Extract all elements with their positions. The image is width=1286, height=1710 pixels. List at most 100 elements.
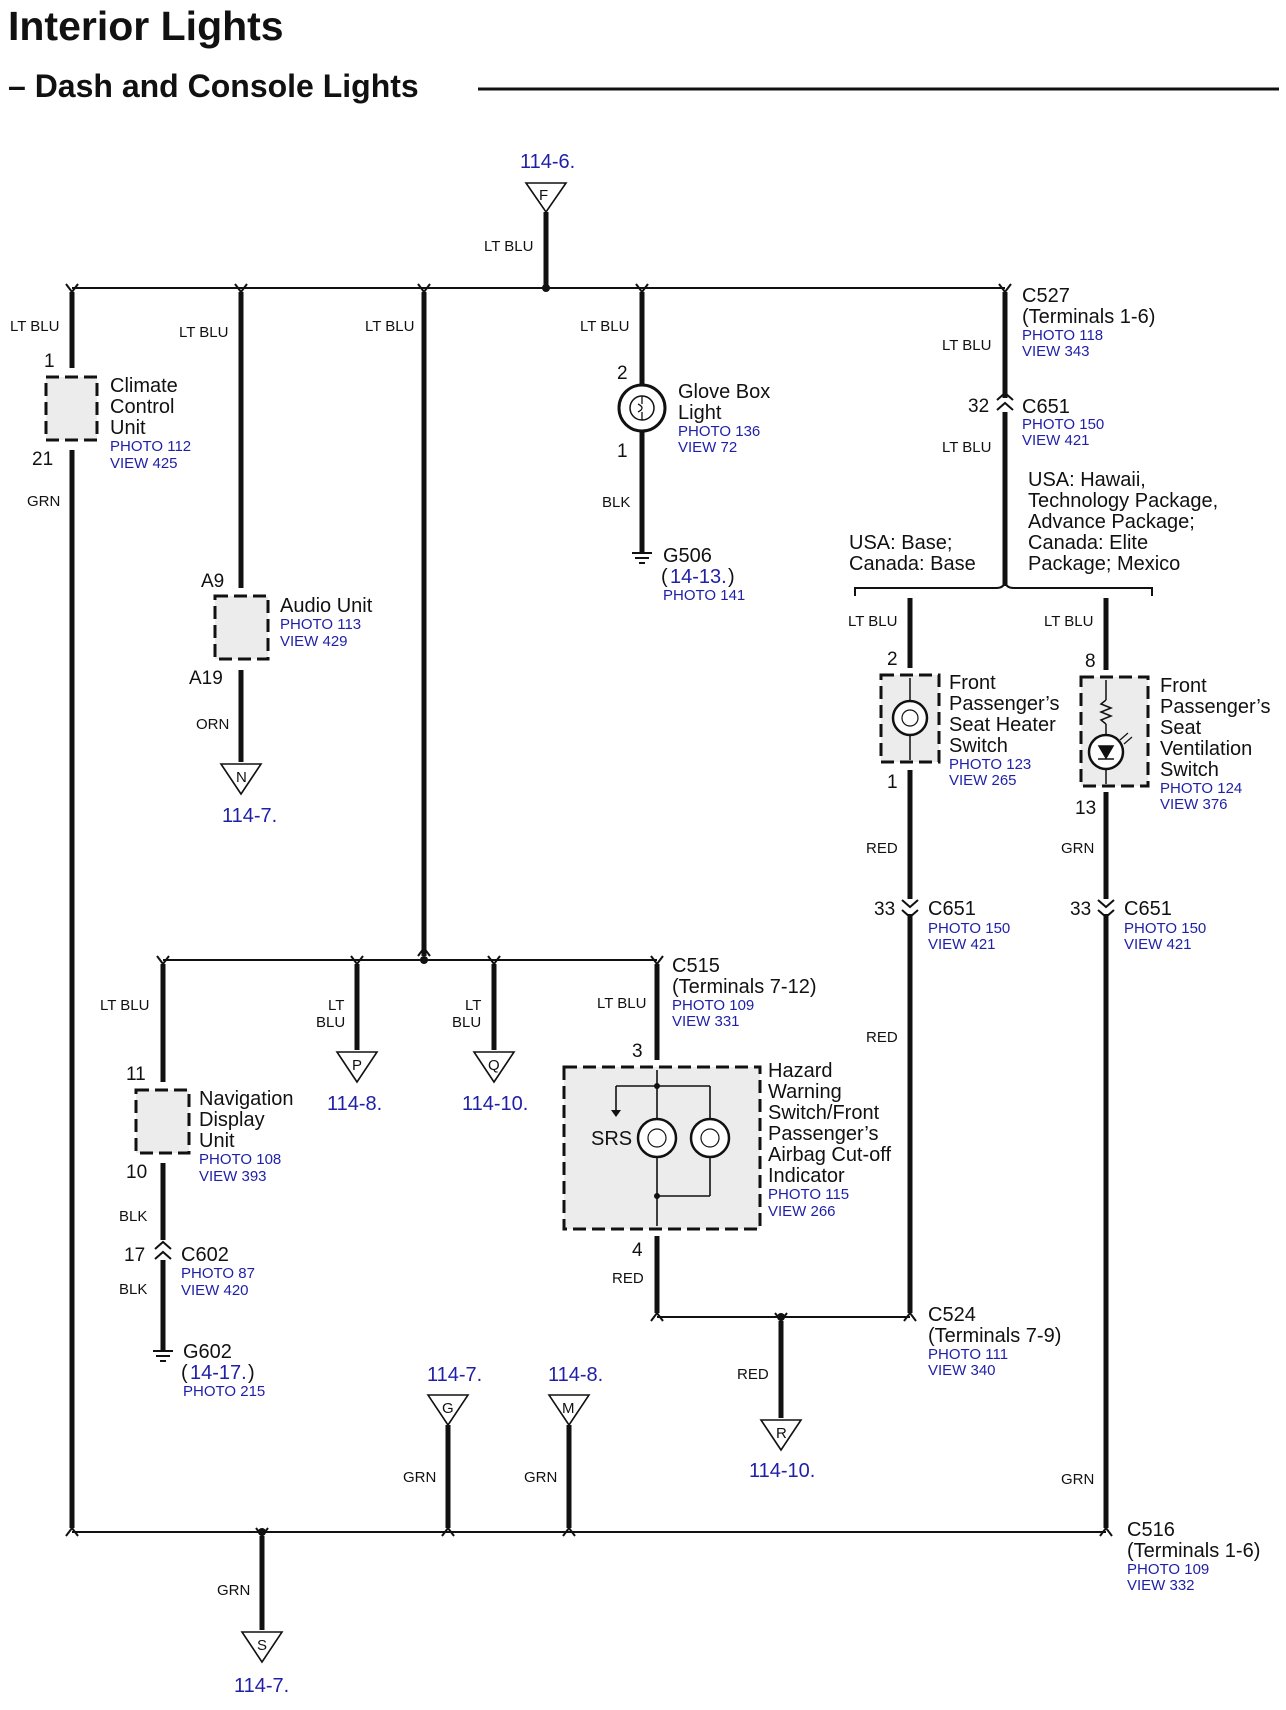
connector-m-label: M: [562, 1400, 575, 1417]
c651c-photo[interactable]: PHOTO 150: [1124, 920, 1206, 937]
ref-link-n[interactable]: 114-7.: [222, 805, 277, 827]
hazard-photo[interactable]: PHOTO 115: [768, 1186, 849, 1203]
g506-label: G506: [663, 545, 712, 567]
srs-label: SRS: [591, 1128, 632, 1150]
wire-audio-orn-color: ORN: [196, 716, 229, 733]
glove-photo[interactable]: PHOTO 136: [678, 423, 760, 440]
audio-pin-top: A9: [201, 571, 224, 592]
wire-s-color: GRN: [217, 1582, 250, 1599]
vent-label-5: Switch: [1160, 759, 1219, 781]
wire-f-color: LT BLU: [484, 238, 533, 255]
heater-view[interactable]: VIEW 265: [949, 772, 1017, 789]
vent-label-2: Passenger’s: [1160, 696, 1270, 718]
c516-view[interactable]: VIEW 332: [1127, 1577, 1195, 1594]
connector-q-triangle: [472, 1051, 516, 1084]
c602-connector-icon: [154, 1240, 172, 1260]
climate-view[interactable]: VIEW 425: [110, 455, 178, 472]
wire-climate-gnd-color: GRN: [27, 493, 60, 510]
heater-photo[interactable]: PHOTO 123: [949, 756, 1031, 773]
connector-f-label: F: [539, 187, 548, 204]
wire-p-color-1: LT: [328, 997, 344, 1014]
nav-view[interactable]: VIEW 393: [199, 1168, 267, 1185]
g506-ref[interactable]: 14-13.: [670, 566, 727, 588]
ref-link-r[interactable]: 114-10.: [749, 1460, 815, 1482]
nav-photo[interactable]: PHOTO 108: [199, 1151, 281, 1168]
g506-photo[interactable]: PHOTO 141: [663, 587, 745, 604]
glove-label-1: Glove Box: [678, 381, 770, 403]
wire-glove-blk-color: BLK: [602, 494, 630, 511]
heater-bulb-inner: [901, 709, 919, 727]
c602-pin: 17: [124, 1245, 145, 1266]
wire-q-color-2: BLU: [452, 1014, 481, 1031]
glove-pin-bot: 1: [617, 441, 628, 462]
audio-photo[interactable]: PHOTO 113: [280, 616, 361, 633]
c516-photo[interactable]: PHOTO 109: [1127, 1561, 1209, 1578]
vent-label-3: Seat: [1160, 717, 1202, 739]
wire-heater-red2-color: RED: [866, 1029, 898, 1046]
c515-photo[interactable]: PHOTO 109: [672, 997, 754, 1014]
wire-heater-red-color: RED: [866, 840, 898, 857]
g602-ref[interactable]: 14-17.: [190, 1362, 247, 1384]
wire-m-color: GRN: [524, 1469, 557, 1486]
hazard-view[interactable]: VIEW 266: [768, 1203, 836, 1220]
led-light-rays-icon: [1119, 732, 1133, 745]
hazard-pin-top: 3: [632, 1041, 643, 1062]
ref-link-g[interactable]: 114-7.: [427, 1364, 482, 1386]
ref-link-m[interactable]: 114-8.: [548, 1364, 603, 1386]
hazard-label-4: Passenger’s: [768, 1123, 878, 1145]
c651b-name: C651: [928, 898, 976, 920]
ref-link-f[interactable]: 114-6.: [520, 151, 575, 173]
climate-control-unit[interactable]: [44, 375, 99, 442]
c527-photo[interactable]: PHOTO 118: [1022, 327, 1103, 344]
wire-vent-grn2-color: GRN: [1061, 1471, 1094, 1488]
g602-photo[interactable]: PHOTO 215: [183, 1383, 265, 1400]
c651a-view[interactable]: VIEW 421: [1022, 432, 1090, 449]
c524-view[interactable]: VIEW 340: [928, 1362, 996, 1379]
ref-link-s[interactable]: 114-7.: [234, 1675, 289, 1697]
connector-g-label: G: [442, 1400, 454, 1417]
c651a-photo[interactable]: PHOTO 150: [1022, 416, 1104, 433]
variant-brace: [854, 579, 1153, 596]
glove-view[interactable]: VIEW 72: [678, 439, 737, 456]
c524-sub: (Terminals 7-9): [928, 1325, 1061, 1347]
vent-photo[interactable]: PHOTO 124: [1160, 780, 1242, 797]
wire-p-color-2: BLU: [316, 1014, 345, 1031]
c516-sub: (Terminals 1-6): [1127, 1540, 1260, 1562]
c651b-photo[interactable]: PHOTO 150: [928, 920, 1010, 937]
c651a-pin: 32: [968, 396, 989, 417]
heater-label-4: Switch: [949, 735, 1008, 757]
c651b-view[interactable]: VIEW 421: [928, 936, 996, 953]
c515-view[interactable]: VIEW 331: [672, 1013, 740, 1030]
c527-view[interactable]: VIEW 343: [1022, 343, 1090, 360]
navigation-display-unit[interactable]: [134, 1088, 191, 1155]
c651c-view[interactable]: VIEW 421: [1124, 936, 1192, 953]
c602-photo[interactable]: PHOTO 87: [181, 1265, 255, 1282]
ref-link-p[interactable]: 114-8.: [327, 1093, 382, 1115]
ground-g506-icon: [632, 552, 652, 564]
c602-view[interactable]: VIEW 420: [181, 1282, 249, 1299]
c524-photo[interactable]: PHOTO 111: [928, 1346, 1008, 1363]
audio-unit[interactable]: [213, 594, 270, 661]
wire-g-color: GRN: [403, 1469, 436, 1486]
wire-r-color: RED: [737, 1366, 769, 1383]
hazard-bulb-right-inner: [700, 1128, 720, 1148]
hazard-bulb-left-inner: [647, 1128, 667, 1148]
ref-link-q[interactable]: 114-10.: [462, 1093, 528, 1115]
climate-label-3: Unit: [110, 417, 146, 439]
audio-view[interactable]: VIEW 429: [280, 633, 348, 650]
vent-label-4: Ventilation: [1160, 738, 1252, 760]
nav-label-2: Display: [199, 1109, 265, 1131]
seat-ventilation-switch[interactable]: [1079, 675, 1150, 788]
connector-q-label: Q: [488, 1057, 500, 1074]
wire-heater-color: LT BLU: [848, 613, 897, 630]
c516-name: C516: [1127, 1519, 1175, 1541]
c651b-pin: 33: [874, 899, 895, 920]
climate-photo[interactable]: PHOTO 112: [110, 438, 191, 455]
terminal-ticks: [65, 283, 1113, 1538]
c651a-name: C651: [1022, 396, 1070, 418]
connector-s-label: S: [257, 1637, 267, 1654]
climate-label-1: Climate: [110, 375, 178, 397]
connector-f-triangle: [524, 182, 568, 214]
vent-view[interactable]: VIEW 376: [1160, 796, 1228, 813]
